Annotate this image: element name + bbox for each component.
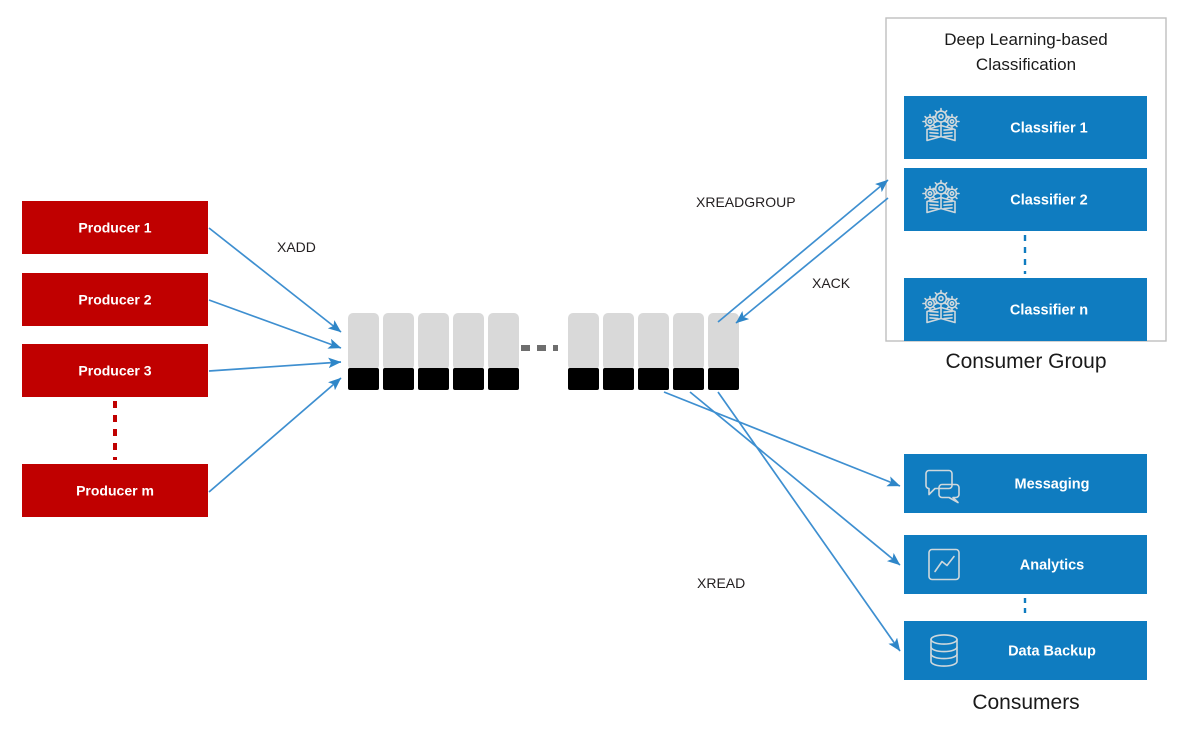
- line-chart-icon: [928, 548, 960, 581]
- gears-book-icon: [922, 179, 960, 214]
- consumer-box[interactable]: [904, 454, 1147, 513]
- stream-entry-cell: [453, 313, 484, 370]
- producer-box[interactable]: [22, 201, 208, 254]
- stream-entry-bar: [708, 368, 739, 390]
- stream-entry-bar: [418, 368, 449, 390]
- producer-box[interactable]: [22, 344, 208, 397]
- classifier-label: Classifier n: [1010, 303, 1088, 319]
- arrow-layer: [208, 179, 901, 652]
- classifier-label: Classifier 2: [1010, 193, 1087, 209]
- consumer-group-caption: Consumer Group: [945, 350, 1106, 373]
- producer-nodes: Producer 1 Producer 2 Producer 3 Producer m: [22, 201, 208, 517]
- stream-to-messaging: [663, 391, 901, 487]
- producer-label: Producer 2: [78, 292, 151, 308]
- stream-entry-cell: [638, 313, 669, 370]
- stream-to-data-backup: [717, 391, 901, 652]
- classifier-nodes: Classifier 1 Classifier 2 Classifier n: [904, 96, 1147, 341]
- stream-entry-cell: [488, 313, 519, 370]
- stream-entry-cell: [673, 313, 704, 370]
- stream-entry-cell: [383, 313, 414, 370]
- stream-to-analytics: [689, 391, 901, 566]
- stream-entry-cell: [603, 313, 634, 370]
- consumer-label: Analytics: [1020, 558, 1084, 574]
- command-labels: XADD XREADGROUP XACK XREAD: [277, 194, 851, 591]
- producer-m-to-stream: [208, 377, 342, 493]
- panel-title-line: Classification: [976, 55, 1076, 74]
- classifier-box[interactable]: [904, 168, 1147, 231]
- consumers-caption: Consumers: [972, 691, 1079, 714]
- stream-entry-bar: [603, 368, 634, 390]
- classifier-box[interactable]: [904, 96, 1147, 159]
- command-label-xread: XREAD: [697, 575, 745, 591]
- consumer-label: Messaging: [1015, 477, 1090, 493]
- command-label-xadd: XADD: [277, 239, 316, 255]
- classifier-label: Classifier 1: [1010, 121, 1087, 137]
- stream-entry-bar: [348, 368, 379, 390]
- stream-entry-cell: [568, 313, 599, 370]
- stream-entry-cell: [418, 313, 449, 370]
- command-label-xack: XACK: [812, 275, 851, 291]
- producer-box[interactable]: [22, 464, 208, 517]
- producer-1-to-stream: [208, 227, 342, 333]
- stream-entry-bar: [383, 368, 414, 390]
- command-label-xreadgroup: XREADGROUP: [696, 194, 796, 210]
- stream-entry-cell: [348, 313, 379, 370]
- stream-entry-cell: [708, 313, 739, 370]
- stream-entry-bar: [568, 368, 599, 390]
- producer-3-to-stream: [208, 357, 342, 372]
- consumer-group-to-stream-xack: [735, 197, 889, 324]
- gears-book-icon: [922, 107, 960, 142]
- gears-book-icon: [922, 289, 960, 324]
- producer-2-to-stream: [208, 299, 342, 349]
- classifier-box[interactable]: [904, 278, 1147, 341]
- consumer-label: Data Backup: [1008, 644, 1096, 660]
- stream-to-consumer-group-xreadgroup: [717, 179, 889, 323]
- stream-entry-bar: [673, 368, 704, 390]
- stream-entry-bar: [488, 368, 519, 390]
- producer-label: Producer m: [76, 483, 154, 499]
- stream-entry-bar: [638, 368, 669, 390]
- producer-label: Producer 3: [78, 363, 151, 379]
- producer-box[interactable]: [22, 273, 208, 326]
- panel-title-line: Deep Learning-based: [944, 30, 1108, 49]
- stream-cells: [348, 313, 739, 390]
- producer-label: Producer 1: [78, 220, 151, 236]
- stream-entry-bar: [453, 368, 484, 390]
- consumer-box[interactable]: [904, 621, 1147, 680]
- database-icon: [930, 634, 958, 667]
- chat-bubbles-icon: [925, 469, 960, 504]
